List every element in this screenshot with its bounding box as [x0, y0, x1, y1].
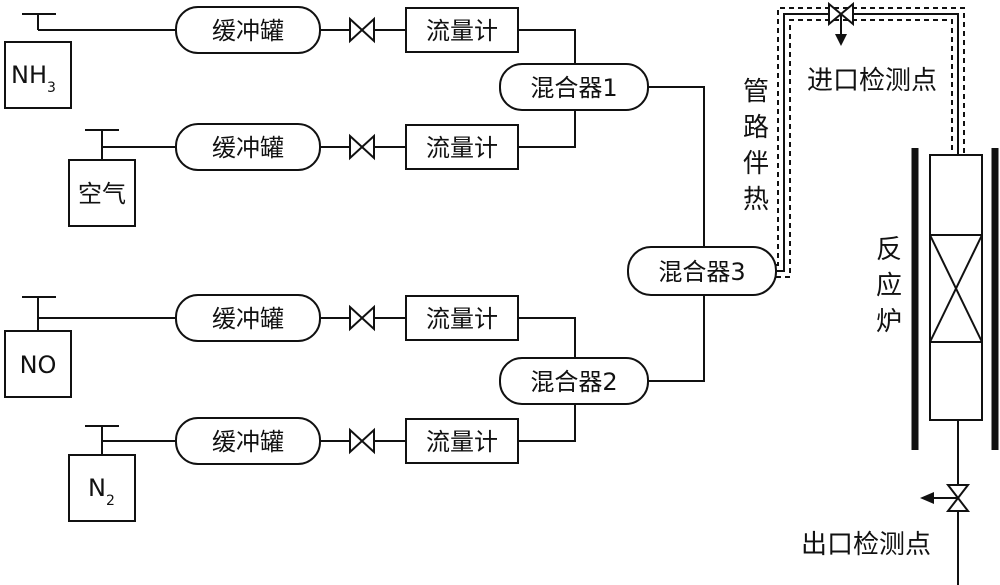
- line-air: [68, 110, 576, 227]
- gas-source-nh3: [4, 41, 72, 109]
- gas-source-n2: [68, 454, 136, 522]
- reactor-label-2: 应: [876, 271, 902, 301]
- buffer-tank-3-label: 缓冲罐: [212, 305, 284, 333]
- flowmeter-2: [405, 124, 519, 170]
- heat-trace-label-1: 管: [743, 77, 769, 107]
- flowmeter-4-label: 流量计: [426, 428, 498, 456]
- heat-trace-label-3: 伴: [743, 149, 769, 179]
- heat-trace-label-4: 热: [743, 185, 769, 215]
- outlet-arrow-icon: [920, 492, 934, 504]
- flowmeter-3: [405, 295, 519, 341]
- buffer-tank-1-label: 缓冲罐: [212, 17, 284, 45]
- reactor-furnace: [911, 148, 999, 450]
- inlet-arrow-icon: [835, 34, 847, 46]
- valve-2: [349, 133, 375, 161]
- flowmeter-4: [405, 418, 519, 464]
- heat-traced-pipe: [776, 7, 965, 278]
- reactor-label-3: 炉: [876, 307, 902, 337]
- pipe-mixer1-to-mixer3: [648, 86, 705, 247]
- gas-source-no-label: NO: [20, 351, 57, 379]
- gas-source-air: [68, 159, 136, 227]
- gas-source-nh3-label: NH3: [11, 61, 56, 96]
- flowmeter-2-label: 流量计: [426, 134, 498, 162]
- heat-trace-label-2: 路: [743, 113, 769, 143]
- line-nh3: [4, 6, 576, 109]
- buffer-tank-2-label: 缓冲罐: [212, 134, 284, 162]
- line-no: [4, 294, 576, 398]
- gas-source-no: [4, 330, 72, 398]
- mixer-2-label: 混合器2: [530, 368, 617, 396]
- flowmeter-3-label: 流量计: [426, 305, 498, 333]
- mixer-1-label: 混合器1: [530, 74, 617, 102]
- valve-1: [349, 16, 375, 44]
- line-n2: [68, 404, 576, 522]
- reactor-label-1: 反: [876, 235, 902, 265]
- inlet-detection-point: 进口检测点: [807, 66, 937, 96]
- valve-3: [349, 304, 375, 332]
- gas-source-n2-label: N2: [88, 474, 115, 509]
- flowmeter-1-label: 流量计: [426, 17, 498, 45]
- gas-source-air-label: 空气: [78, 180, 126, 208]
- mixer-3-label: 混合器3: [658, 258, 745, 286]
- buffer-tank-4-label: 缓冲罐: [212, 428, 284, 456]
- valve-4: [349, 427, 375, 455]
- pipe-mixer2-to-mixer3: [648, 295, 705, 382]
- outlet-detection-point: 出口检测点: [801, 530, 931, 560]
